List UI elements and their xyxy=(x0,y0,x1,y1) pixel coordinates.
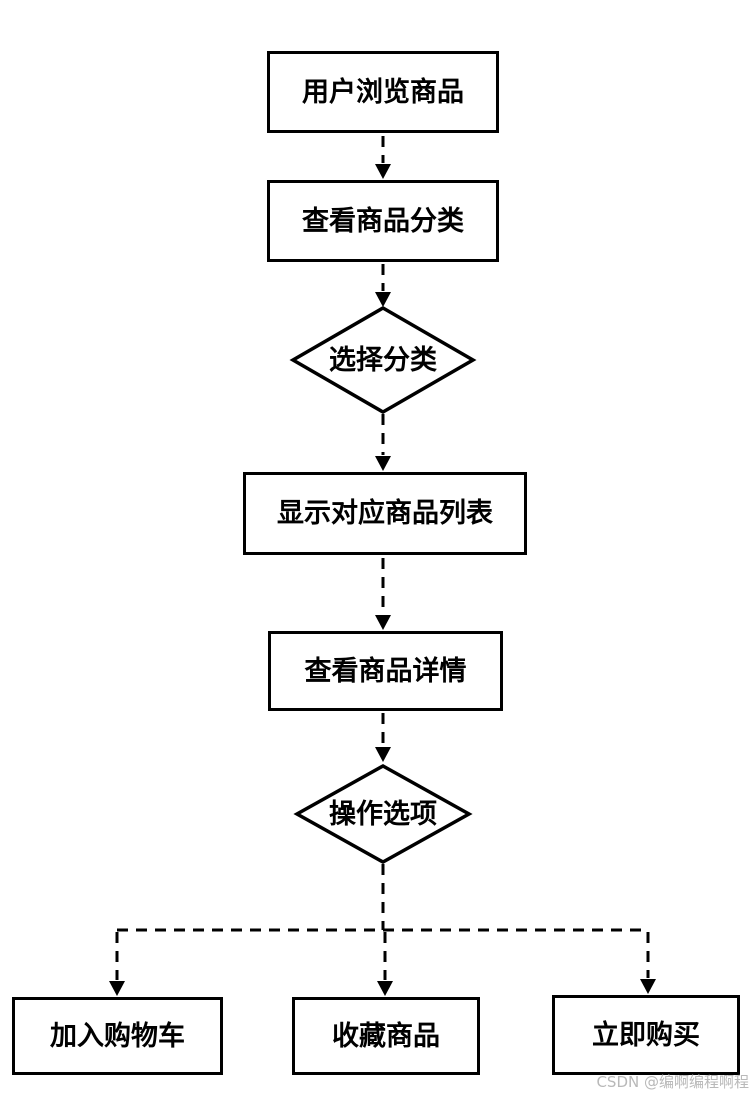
edge-options-to-cart xyxy=(109,932,125,996)
node-action-options-label: 操作选项 xyxy=(329,798,437,830)
node-add-to-cart-label: 加入购物车 xyxy=(50,1020,185,1052)
edge-options-branch xyxy=(117,864,648,932)
edge-select-to-list xyxy=(375,414,391,471)
node-select-category-label: 选择分类 xyxy=(329,344,437,376)
arrowhead-down-icon xyxy=(375,292,391,307)
node-product-list: 显示对应商品列表 xyxy=(243,472,527,555)
node-browse-products: 用户浏览商品 xyxy=(267,51,499,133)
arrowhead-down-icon xyxy=(375,164,391,179)
arrowhead-down-icon xyxy=(640,979,656,994)
node-product-detail-label: 查看商品详情 xyxy=(304,655,467,687)
node-add-to-cart: 加入购物车 xyxy=(12,997,223,1075)
edge-detail-to-options xyxy=(375,713,391,762)
edge-browse-to-categories xyxy=(375,136,391,179)
node-buy-now: 立即购买 xyxy=(552,995,740,1075)
node-view-categories-label: 查看商品分类 xyxy=(302,205,464,237)
edge-categories-to-select xyxy=(375,264,391,307)
node-favorite-product-label: 收藏商品 xyxy=(332,1020,440,1052)
decision-select-category-shape xyxy=(289,305,477,415)
node-browse-products-label: 用户浏览商品 xyxy=(302,76,464,108)
node-product-list-label: 显示对应商品列表 xyxy=(277,498,493,529)
node-product-detail: 查看商品详情 xyxy=(268,631,503,711)
node-favorite-product: 收藏商品 xyxy=(292,997,480,1075)
edge-options-to-favorite xyxy=(377,932,393,996)
arrowhead-down-icon xyxy=(377,981,393,996)
arrowhead-down-icon xyxy=(375,615,391,630)
decision-action-options-shape xyxy=(293,763,473,865)
node-buy-now-label: 立即购买 xyxy=(592,1019,700,1051)
edge-list-to-detail xyxy=(375,558,391,630)
node-view-categories: 查看商品分类 xyxy=(267,180,499,262)
edge-options-to-buynow xyxy=(640,932,656,994)
arrowhead-down-icon xyxy=(375,747,391,762)
node-select-category: 选择分类 xyxy=(293,308,473,412)
csdn-watermark: CSDN @编啊编程啊程 xyxy=(596,1073,749,1091)
arrowhead-down-icon xyxy=(375,456,391,471)
node-action-options: 操作选项 xyxy=(297,766,469,862)
arrowhead-down-icon xyxy=(109,981,125,996)
